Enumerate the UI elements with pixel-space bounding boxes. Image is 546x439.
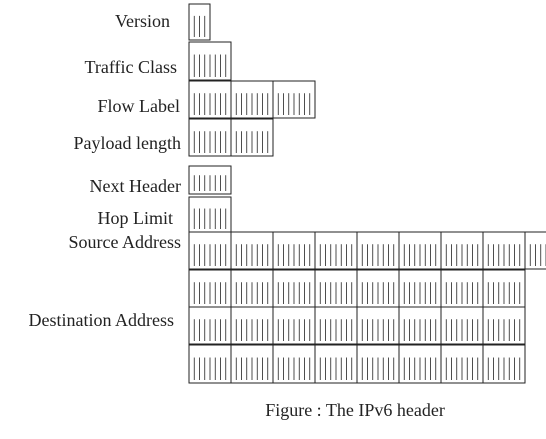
block-frame [188, 165, 232, 195]
block-frame [188, 80, 316, 119]
block-frame [188, 41, 232, 81]
block-traffic-class [188, 41, 232, 81]
label-payload-length: Payload length [73, 133, 181, 153]
label-hop-limit: Hop Limit [97, 208, 174, 228]
block-payload-length [188, 118, 274, 157]
label-traffic-class: Traffic Class [84, 57, 177, 77]
label-version: Version [115, 11, 170, 31]
block-hop-limit [188, 196, 232, 233]
label-source-address: Source Address [68, 232, 181, 252]
block-destination-address-row-1 [188, 269, 526, 308]
block-destination-address-row-3 [188, 344, 526, 384]
figure-caption: Figure : The IPv6 header [265, 400, 445, 420]
block-frame [188, 3, 211, 41]
label-destination-address: Destination Address [28, 310, 175, 330]
label-next-header: Next Header [89, 176, 181, 196]
block-source-address [188, 231, 546, 270]
label-flow-label: Flow Label [97, 96, 181, 116]
block-next-header [188, 165, 232, 195]
block-version [188, 3, 211, 41]
block-destination-address-row-2 [188, 306, 526, 345]
block-flow-label [188, 80, 316, 119]
